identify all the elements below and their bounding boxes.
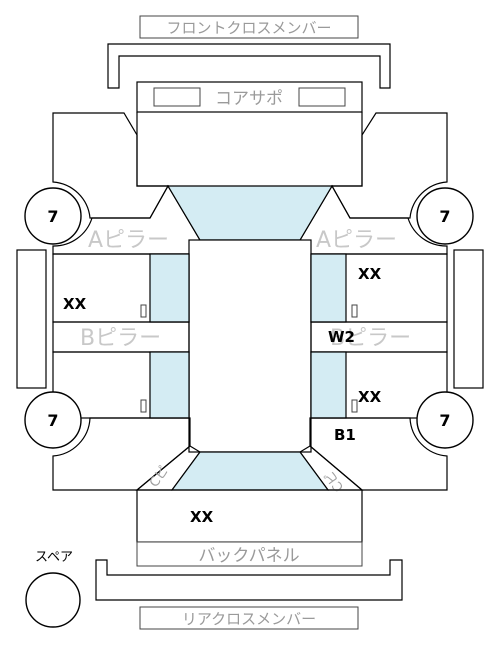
front-cross-member[interactable]: フロントクロスメンバー [139, 15, 359, 39]
core-support[interactable]: コアサポ [136, 81, 363, 113]
tire-front-right[interactable]: 7 [416, 187, 474, 245]
left-a-pillar[interactable]: Aピラー [52, 184, 201, 255]
right-rear-door-glass [310, 351, 347, 419]
right-b-pillar[interactable]: Bピラー W2 [310, 321, 448, 353]
tire-rear-right[interactable]: 7 [416, 391, 474, 449]
right-rear-quarter[interactable] [309, 417, 448, 491]
right-a-pillar-label: Aピラー [316, 228, 397, 253]
rear-cross-member[interactable]: リアクロスメンバー [139, 606, 359, 630]
spare-tire[interactable]: スペア [25, 550, 81, 628]
left-front-door-glass [149, 253, 190, 323]
front-cross-member-label: フロントクロスメンバー [166, 19, 331, 37]
right-rear-door-mark: XX [358, 388, 382, 406]
core-support-left-slot [153, 87, 201, 107]
spare-tire-label: スペア [35, 550, 73, 565]
left-c-pillar-label: Cピ [147, 464, 172, 491]
tire-front-left[interactable]: 7 [24, 187, 82, 245]
left-b-pillar[interactable]: Bピラー [52, 321, 190, 353]
tire-front-left-value: 7 [47, 207, 58, 226]
left-rear-door-glass [149, 351, 190, 419]
right-side-sill[interactable] [453, 249, 484, 389]
right-rear-lower-mark: B1 [334, 426, 356, 444]
right-b-pillar-label: Bピラー [330, 326, 411, 351]
right-front-door-mark: XX [358, 265, 382, 283]
windshield[interactable] [166, 185, 334, 241]
back-panel-label: バックパネル [198, 546, 299, 566]
right-front-door-glass [310, 253, 347, 323]
core-support-label: コアサポ [215, 89, 283, 109]
trunk[interactable]: XX [136, 489, 363, 543]
left-side-sill[interactable] [16, 249, 47, 389]
right-b-pillar-mark: W2 [328, 328, 355, 346]
right-rear-door-handle [351, 399, 358, 413]
right-front-door-handle [351, 304, 358, 318]
left-front-door-mark: XX [63, 295, 87, 313]
rear-bracket [95, 559, 403, 601]
trunk-mark: XX [190, 508, 214, 526]
left-a-pillar-label: Aピラー [88, 228, 169, 253]
tire-rear-left[interactable]: 7 [24, 391, 82, 449]
rear-cross-member-label: リアクロスメンバー [182, 610, 316, 628]
left-rear-door-handle [140, 399, 147, 413]
rear-window[interactable] [170, 451, 330, 491]
left-rear-quarter[interactable] [52, 417, 191, 491]
right-front-fender[interactable] [330, 112, 448, 219]
core-support-right-slot [298, 87, 346, 107]
front-bracket [107, 43, 391, 89]
tire-front-right-value: 7 [439, 207, 450, 226]
roof[interactable] [188, 239, 312, 453]
left-front-door-handle [140, 304, 147, 318]
left-front-fender[interactable] [52, 112, 170, 219]
tire-rear-right-value: 7 [439, 411, 450, 430]
back-panel[interactable]: バックパネル [136, 541, 363, 567]
tire-rear-left-value: 7 [47, 411, 58, 430]
left-b-pillar-label: Bピラー [80, 326, 161, 351]
